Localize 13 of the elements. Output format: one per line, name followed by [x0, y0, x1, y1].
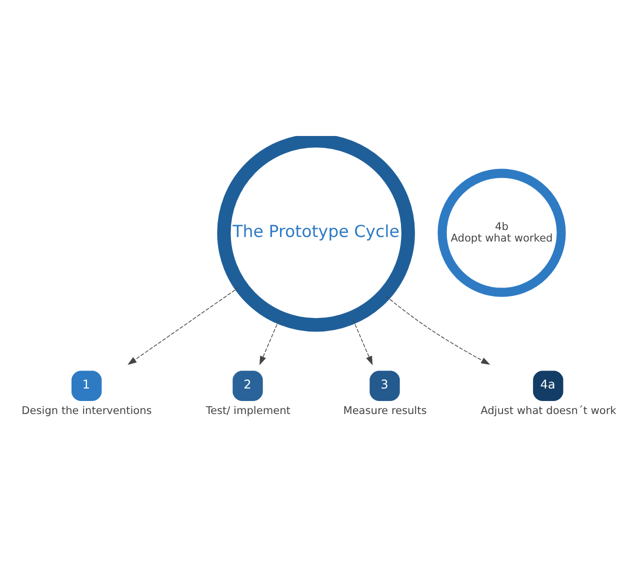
arrow [128, 286, 240, 365]
node-label: Measure results [343, 404, 427, 417]
node-box: 2 [232, 370, 263, 401]
node-box: 1 [72, 370, 102, 401]
node-box: 4a [533, 370, 564, 401]
arrow [385, 296, 490, 365]
node-label: Test/ implement [206, 404, 290, 417]
arrow [352, 318, 373, 366]
node-label: Design the interventions [22, 404, 152, 417]
node-circle: 4b Adopt what worked [438, 168, 566, 297]
node-box: 3 [370, 370, 400, 401]
node-label: Adjust what doesn´t work [480, 404, 616, 417]
arrow [259, 318, 280, 366]
